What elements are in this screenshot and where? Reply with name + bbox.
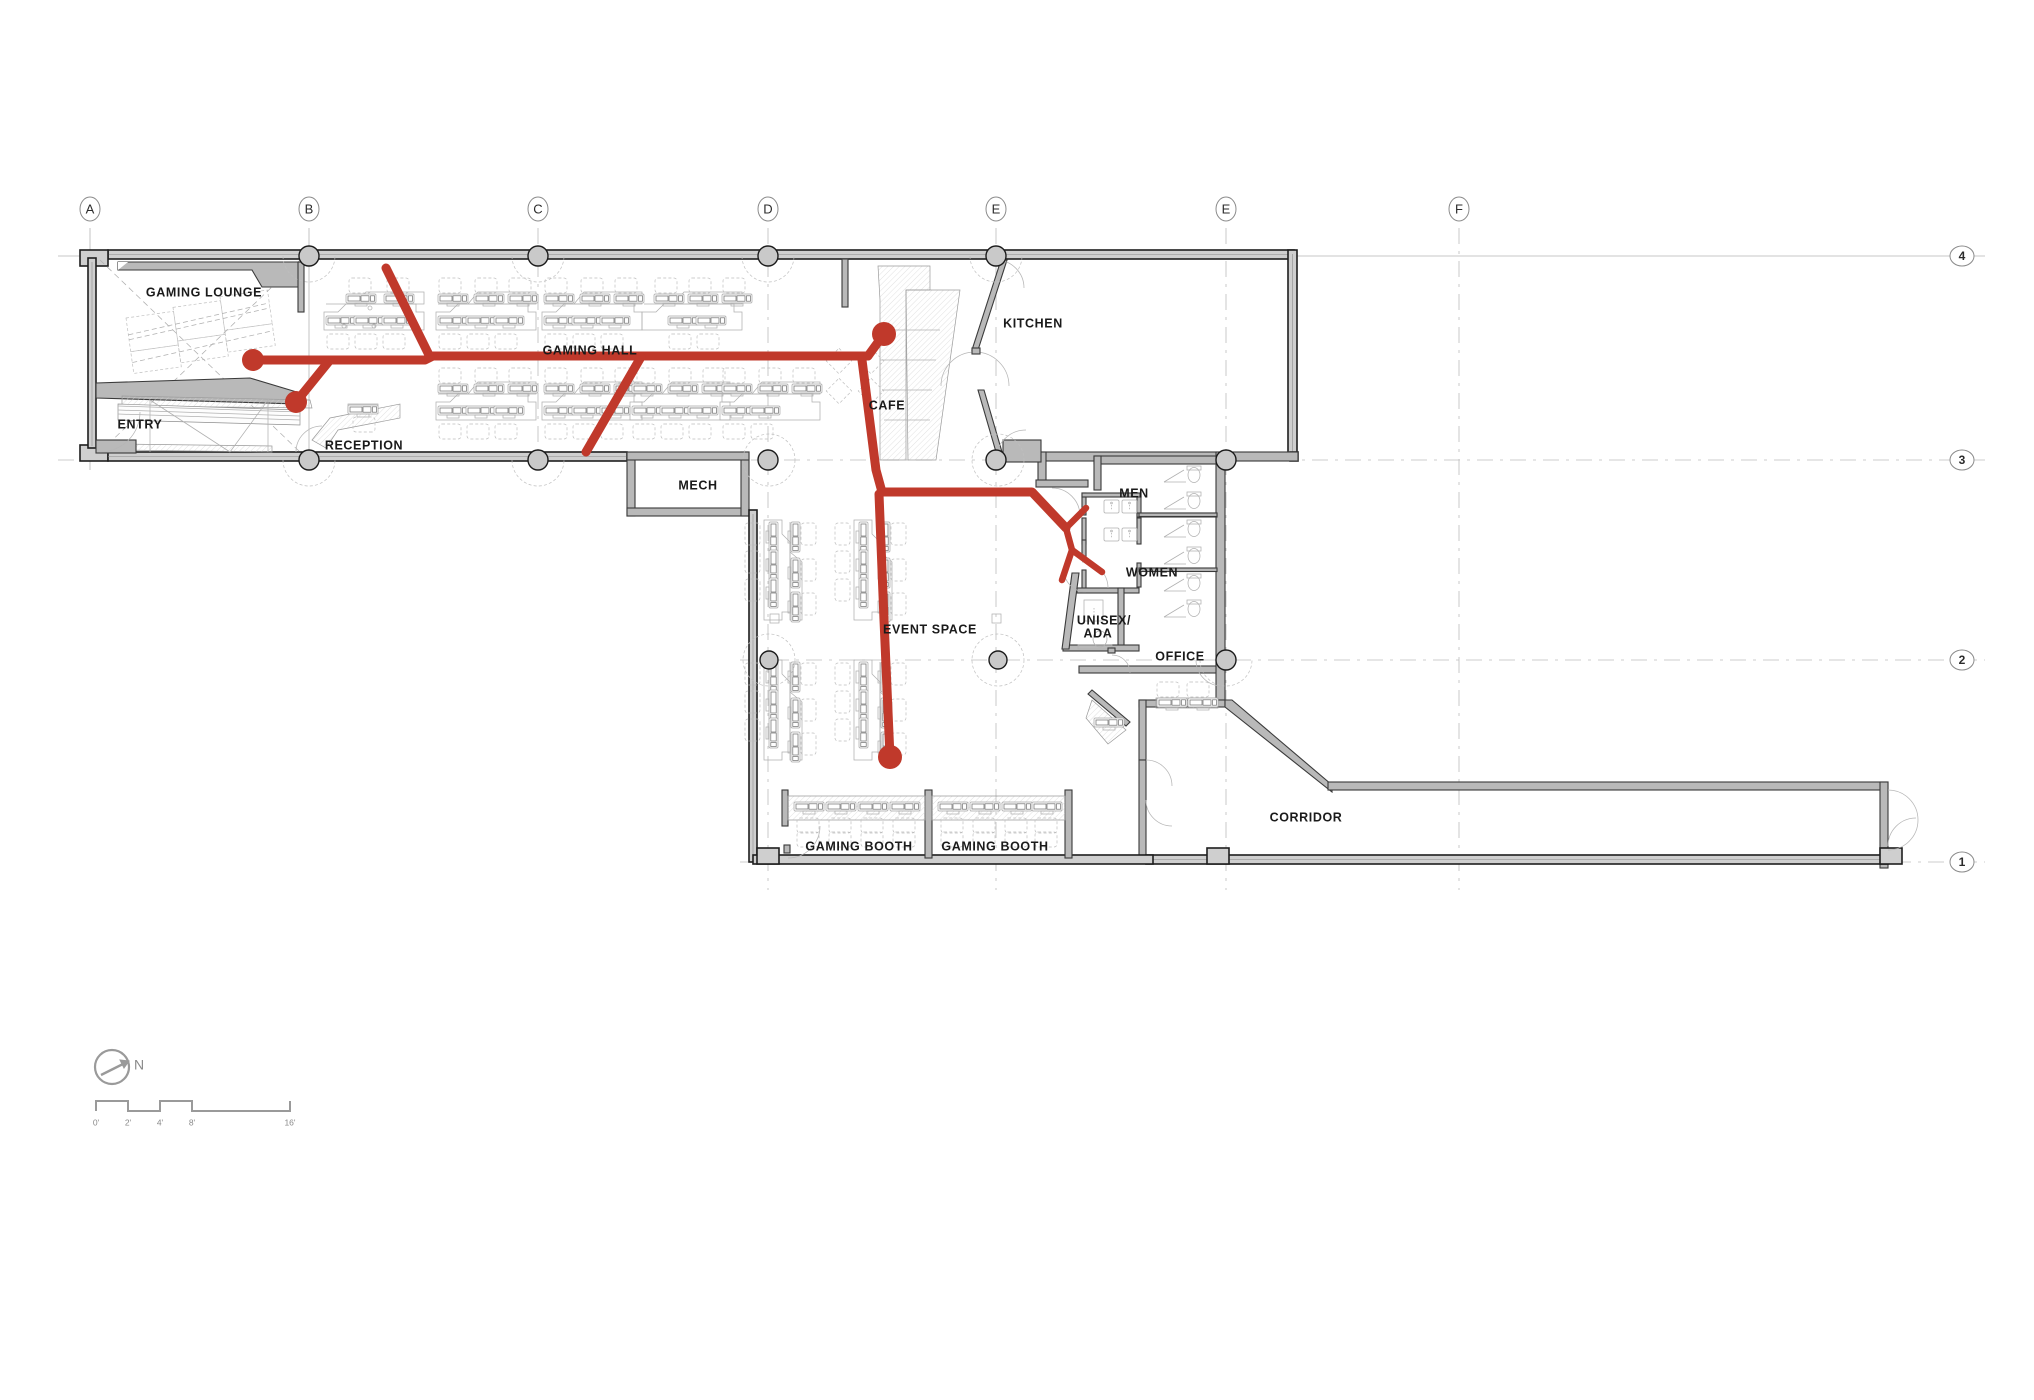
room-label-mech: MECH [678,478,717,492]
grid-label: A [86,202,95,217]
room-label-gaming-booth-2: GAMING BOOTH [941,839,1048,853]
gaming-booth-furniture [781,789,1066,859]
scale-tick-2: 4' [157,1117,164,1127]
legend-block: N 0' 2' 4' 8' 16' [93,1048,296,1127]
office-furniture [1085,659,1919,851]
grid-bubble-E1: E [985,196,1007,222]
cafe-kitchen-furniture [825,259,1042,463]
grid-label: D [763,202,772,217]
grid-label: F [1455,202,1463,217]
room-label-reception: RECEPTION [325,438,403,452]
grid-label: 3 [1959,453,1966,467]
scale-tick-3: 8' [189,1117,196,1127]
column-nodes [282,245,1253,687]
north-label: N [134,1057,144,1073]
room-label-corridor: CORRIDOR [1270,810,1343,824]
gaming-hall-desks [323,277,823,440]
restroom-fixtures [1051,465,1202,674]
grid-bubble-B: B [298,196,320,222]
room-label-ada: ADA [1084,626,1113,640]
circulation-diagram [242,263,1106,769]
grid-bubble-F: F [1448,196,1470,222]
grid-bubble-4: 4 [1949,245,1975,267]
room-label-gaming-booth-1: GAMING BOOTH [805,839,912,853]
room-label-office: OFFICE [1155,649,1204,663]
building-walls [79,249,1903,869]
path-node-reception [285,391,307,413]
grid-label: 4 [1959,249,1966,263]
grid-label: E [992,202,1001,217]
grid-bubble-2: 2 [1949,649,1975,671]
grid-bubble-D: D [757,196,779,222]
grid-bubble-1: 1 [1949,851,1975,873]
scale-tick-4: 16' [284,1117,295,1127]
grid-label: B [305,202,314,217]
path-node-lounge [242,349,264,371]
grid-bubble-E2: E [1215,196,1237,222]
scale-tick-1: 2' [125,1117,132,1127]
room-labels: GAMING LOUNGE ENTRY RECEPTION GAMING HAL… [118,285,1343,853]
scale-tick-0: 0' [93,1117,100,1127]
grid-label: C [533,202,542,217]
grid-bubble-3: 3 [1949,449,1975,471]
entry-stair [95,377,313,454]
room-label-women: WOMEN [1126,565,1178,579]
scale-bar-icon [95,1100,291,1112]
north-arrow-icon [93,1048,131,1086]
grid-bubble-A: A [79,196,101,222]
path-node-cafe [872,322,896,346]
room-label-entry: ENTRY [118,417,163,431]
reception-desk [295,403,401,453]
grid-bubbles-columns: A B C D E E F [79,196,1470,222]
grid-label: E [1222,202,1231,217]
grid-label: 1 [1959,855,1966,869]
room-label-event-space: EVENT SPACE [883,622,977,636]
grid-bubbles-rows: 4 3 2 1 [1949,245,1975,873]
grid-bubble-C: C [527,196,549,222]
room-label-gaming-hall: GAMING HALL [543,343,638,357]
room-label-cafe: CAFE [869,398,905,412]
grid-label: 2 [1959,653,1966,667]
room-label-gaming-lounge: GAMING LOUNGE [146,285,262,299]
room-label-unisex: UNISEX/ [1077,613,1131,627]
room-label-kitchen: KITCHEN [1003,316,1063,330]
room-label-men: MEN [1119,486,1149,500]
path-node-event [878,745,902,769]
